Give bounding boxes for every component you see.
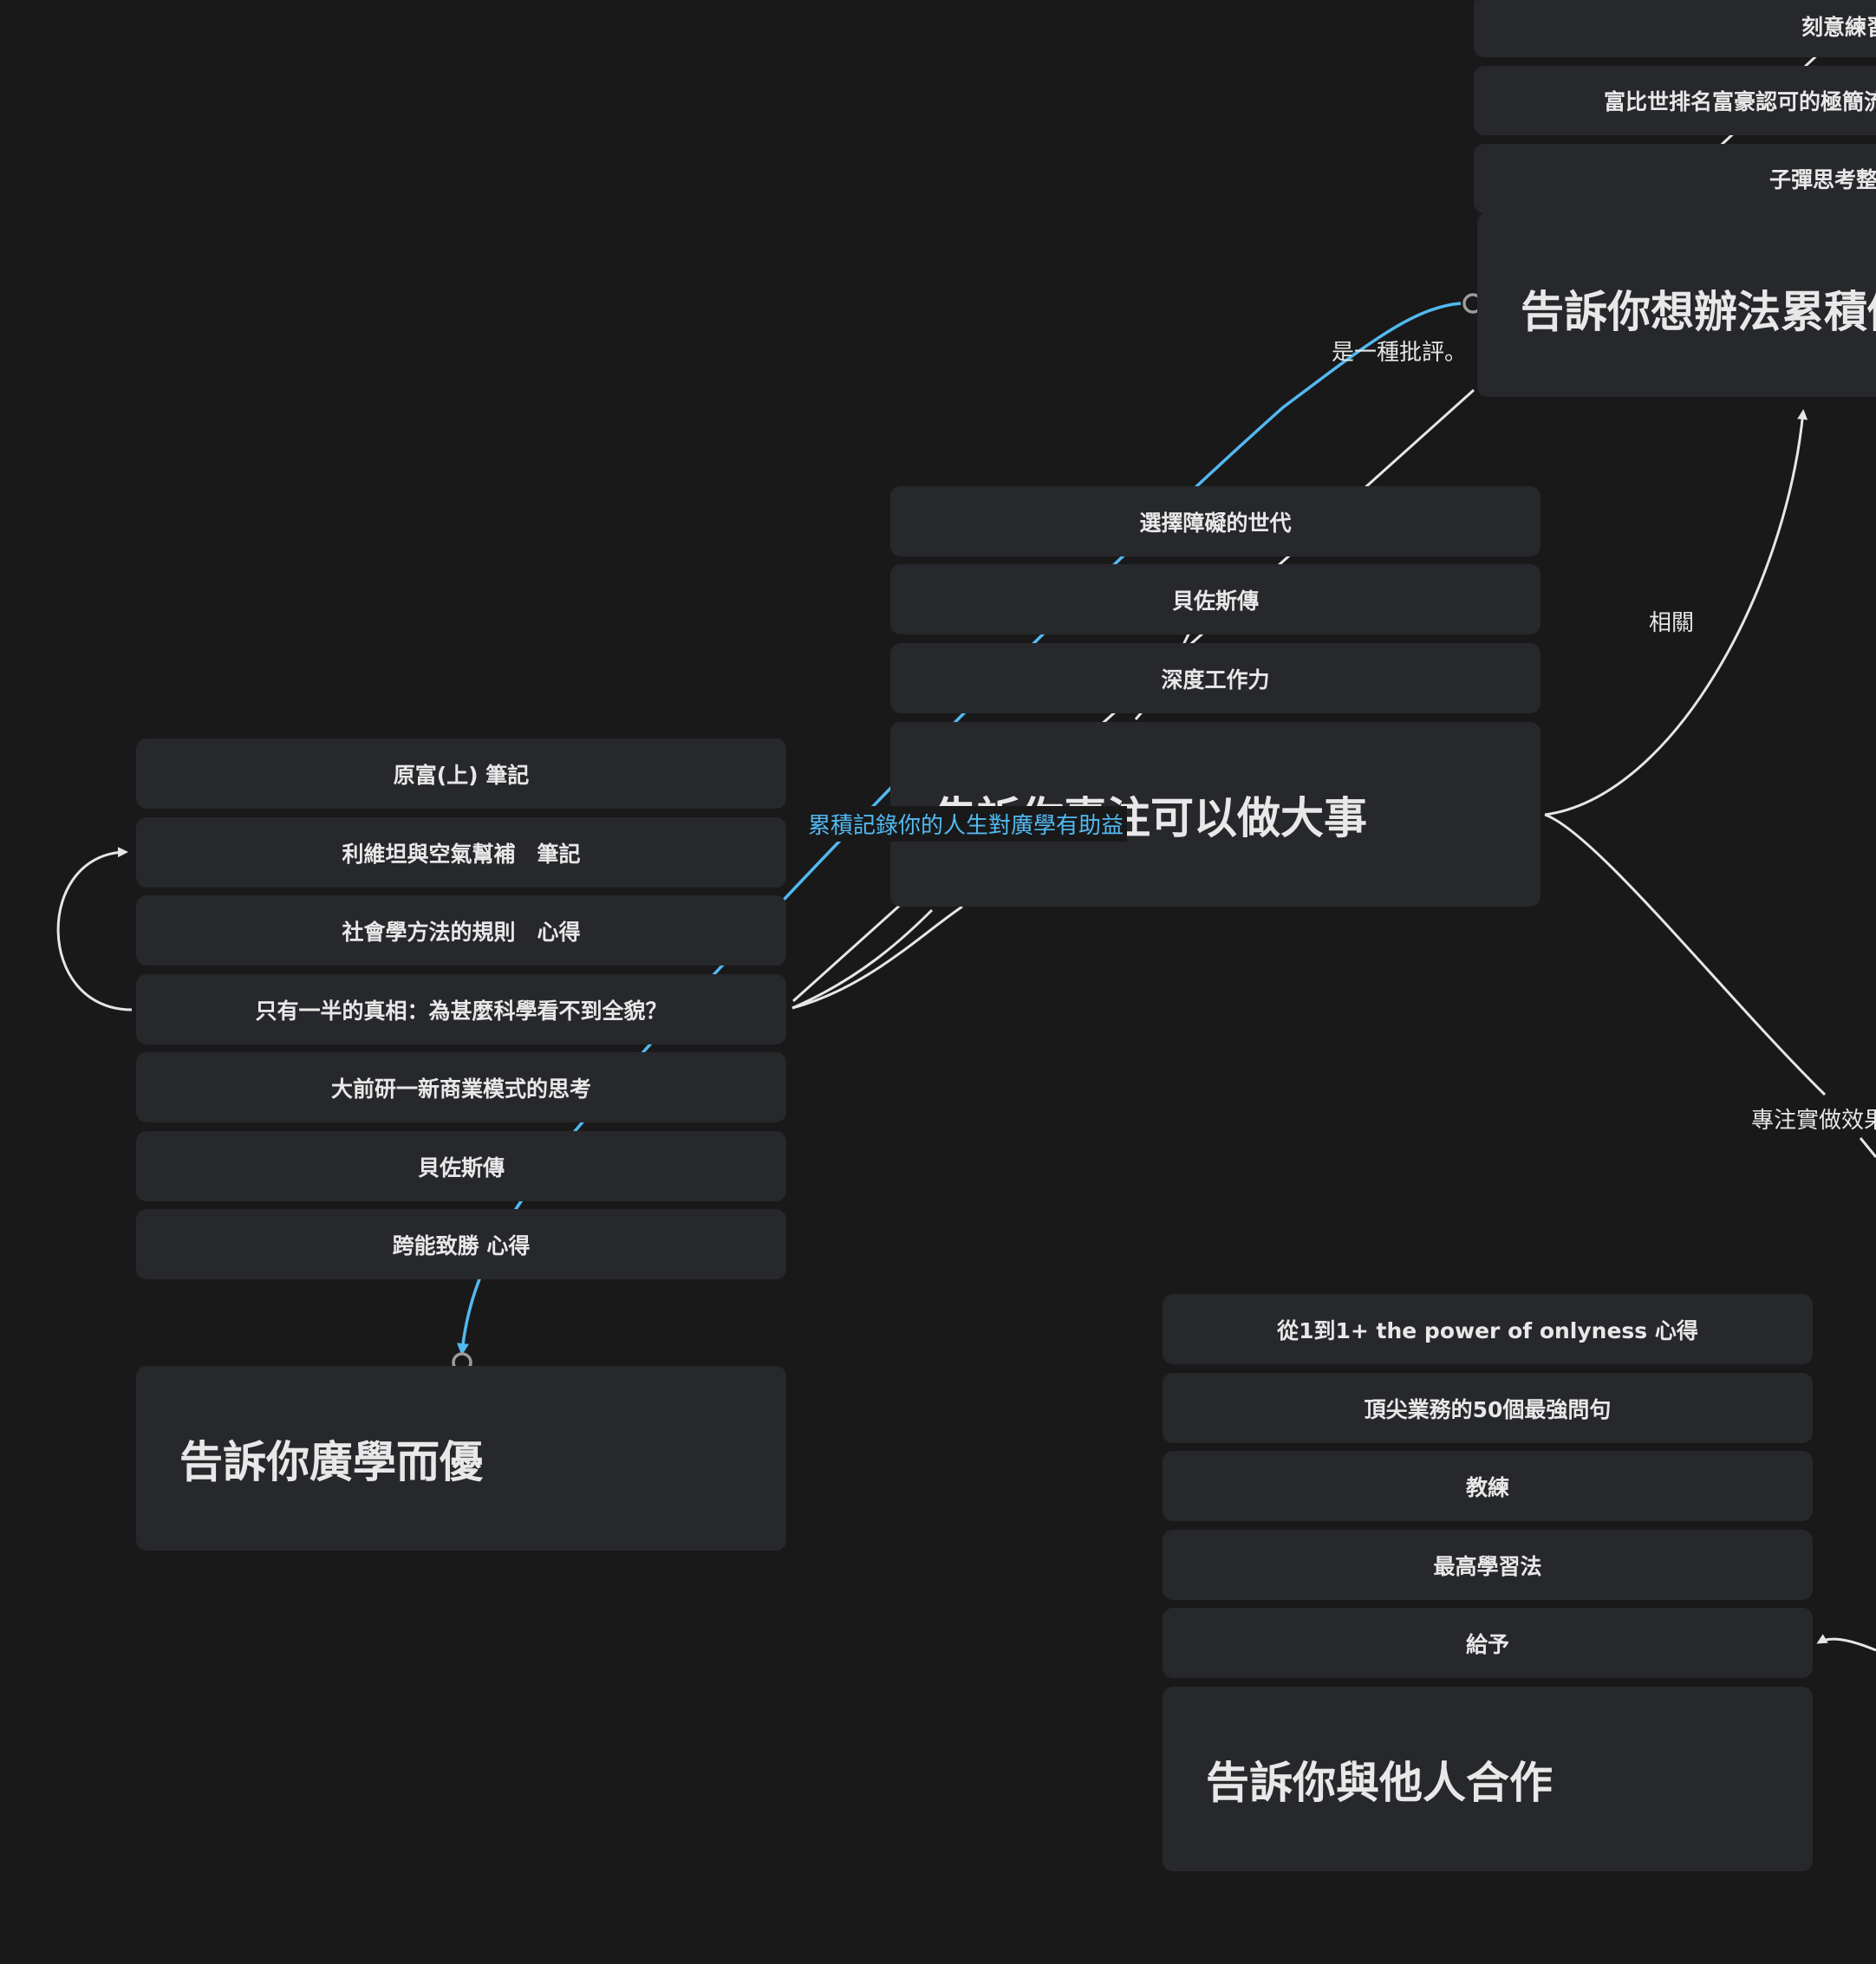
lower-right-title-card[interactable]: 告訴你與他人合作: [1163, 1687, 1813, 1871]
center-item-2[interactable]: 貝佐斯傳: [890, 564, 1541, 634]
lower-right-item-5-label: 給予: [1465, 1631, 1509, 1657]
left-item-1-label: 原富(上) 筆記: [393, 762, 530, 788]
lower-right-title: 告訴你與他人合作: [1206, 1757, 1553, 1808]
lower-right-item-4-label: 最高學習法: [1433, 1553, 1542, 1579]
edge-focus: [1544, 813, 1827, 1096]
upper-right-title-card[interactable]: 告訴你想辦法累積價: [1477, 212, 1876, 397]
lower-right-item-5[interactable]: 給予: [1163, 1608, 1813, 1678]
left-item-7-label: 跨能致勝 心得: [392, 1232, 531, 1258]
center-item-3-label: 深度工作力: [1161, 667, 1270, 693]
left-item-5[interactable]: 大前研一新商業模式的思考: [136, 1052, 786, 1122]
lower-right-item-3[interactable]: 教練: [1163, 1451, 1813, 1521]
center-item-1[interactable]: 選擇障礙的世代: [890, 486, 1541, 556]
upper-right-item-3[interactable]: 子彈思考整理術: [1474, 144, 1876, 213]
left-item-6[interactable]: 貝佐斯傳: [136, 1131, 786, 1201]
lower-right-item-1[interactable]: 從1到1+ the power of onlyness 心得: [1163, 1294, 1813, 1364]
upper-right-item-1-label: 刻意練習: [1801, 15, 1876, 40]
edge-self-loop: [56, 847, 133, 1011]
edge-label-accumulate[interactable]: 累積記錄你的人生對廣學有助益: [804, 806, 1128, 842]
center-item-1-label: 選擇障礙的世代: [1139, 510, 1292, 536]
edge-left-to-center-b: [791, 908, 934, 1010]
left-item-3-label: 社會學方法的規則 心得: [342, 919, 581, 945]
edge-label-related[interactable]: 相關: [1649, 610, 1695, 636]
lower-right-item-2[interactable]: 頂尖業務的50個最強問句: [1163, 1373, 1813, 1443]
upper-right-item-2-label: 富比世排名富豪認可的極簡流: [1604, 89, 1876, 114]
left-title-card[interactable]: 告訴你廣學而優: [136, 1366, 786, 1551]
left-item-1[interactable]: 原富(上) 筆記: [136, 738, 786, 809]
edge-related: [1544, 409, 1808, 816]
upper-right-item-1[interactable]: 刻意練習: [1474, 0, 1876, 57]
left-title: 告訴你廣學而優: [179, 1436, 483, 1487]
left-item-6-label: 貝佐斯傳: [417, 1154, 505, 1180]
edge-left-to-center-a: [791, 905, 963, 1010]
edge-to-give: [1816, 1634, 1876, 1652]
left-item-5-label: 大前研一新商業模式的思考: [330, 1076, 591, 1102]
left-item-2-label: 利維坦與空氣幫補 筆記: [342, 841, 581, 867]
left-item-4[interactable]: 只有一半的真相：為甚麼科學看不到全貌？: [136, 974, 786, 1044]
center-item-3[interactable]: 深度工作力: [890, 643, 1541, 713]
upper-right-item-2[interactable]: 富比世排名富豪認可的極簡流: [1474, 66, 1876, 135]
left-item-2[interactable]: 利維坦與空氣幫補 筆記: [136, 817, 786, 888]
lower-right-item-1-label: 從1到1+ the power of onlyness 心得: [1277, 1317, 1698, 1343]
left-item-7[interactable]: 跨能致勝 心得: [136, 1209, 786, 1279]
edge-label-focus[interactable]: 專注實做效果: [1751, 1108, 1876, 1134]
lower-right-item-3-label: 教練: [1465, 1474, 1509, 1500]
left-item-3[interactable]: 社會學方法的規則 心得: [136, 895, 786, 966]
upper-right-item-3-label: 子彈思考整理術: [1769, 167, 1876, 192]
upper-right-title: 告訴你想辦法累積價: [1521, 287, 1876, 337]
left-item-4-label: 只有一半的真相：為甚麼科學看不到全貌？: [255, 998, 668, 1024]
center-item-2-label: 貝佐斯傳: [1171, 588, 1259, 614]
edge-focus-tail: [1859, 1137, 1876, 1158]
lower-right-item-2-label: 頂尖業務的50個最強問句: [1364, 1396, 1612, 1422]
lower-right-item-4[interactable]: 最高學習法: [1163, 1530, 1813, 1600]
edge-label-critique[interactable]: 是一種批評。: [1332, 340, 1468, 366]
